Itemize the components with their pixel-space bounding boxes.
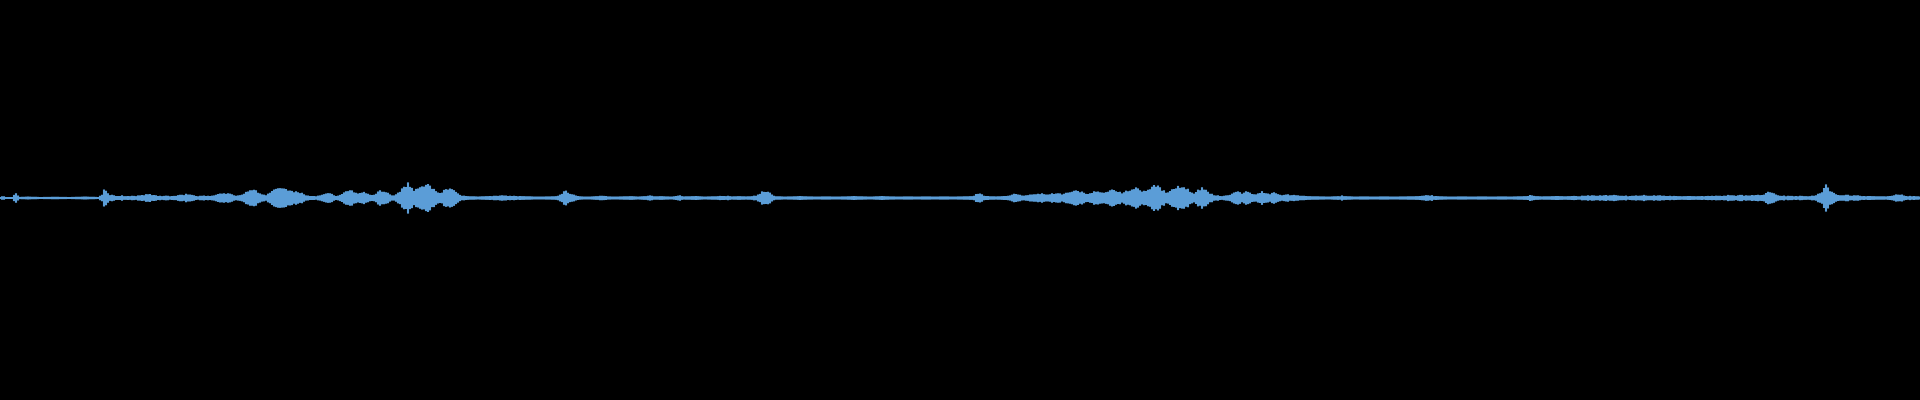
waveform-shape bbox=[0, 182, 1920, 214]
